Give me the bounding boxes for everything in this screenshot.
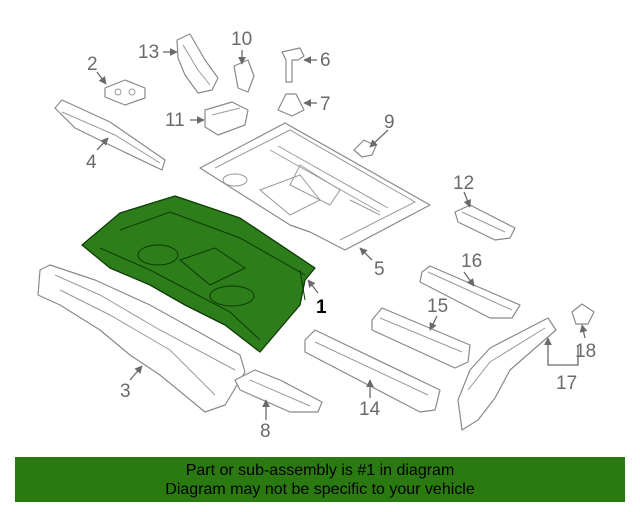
part-6-bolt[interactable] bbox=[281, 47, 305, 83]
leader-4 bbox=[96, 137, 109, 151]
leader-3 bbox=[129, 365, 143, 381]
parts-diagram: 1 2 3 4 5 6 7 8 9 10 11 12 13 14 15 16 1… bbox=[37, 29, 596, 442]
callout-2: 2 bbox=[87, 54, 98, 75]
part-8-bracket[interactable] bbox=[234, 369, 323, 413]
callout-17: 17 bbox=[556, 373, 577, 394]
part-16-rail[interactable] bbox=[419, 265, 521, 319]
part-13-bracket[interactable] bbox=[176, 33, 219, 94]
leader-9 bbox=[369, 129, 389, 148]
part-10-bracket[interactable] bbox=[233, 59, 255, 93]
leader-1 bbox=[307, 279, 319, 294]
callout-8: 8 bbox=[260, 421, 271, 442]
part-9-clip[interactable] bbox=[353, 139, 377, 158]
part-5-floor-pan[interactable] bbox=[199, 122, 431, 251]
callout-15: 15 bbox=[427, 296, 448, 317]
callout-5: 5 bbox=[374, 259, 385, 280]
callout-10: 10 bbox=[231, 29, 252, 50]
part-18-bracket[interactable] bbox=[571, 303, 595, 325]
part-2-cover[interactable] bbox=[104, 79, 146, 106]
banner-line-1: Part or sub-assembly is #1 in diagram bbox=[185, 462, 455, 479]
callout-9: 9 bbox=[384, 112, 395, 133]
callout-labels: 1 2 3 4 5 6 7 8 9 10 11 12 13 14 15 16 1… bbox=[86, 29, 596, 442]
info-banner: Part or sub-assembly is #1 in diagram Di… bbox=[15, 457, 625, 502]
callout-3: 3 bbox=[120, 381, 131, 402]
callout-1: 1 bbox=[316, 297, 327, 318]
leader-2 bbox=[96, 71, 107, 85]
leader-17 bbox=[547, 345, 579, 366]
part-17-side-member[interactable] bbox=[457, 317, 557, 431]
leader-5 bbox=[359, 247, 373, 261]
part-3-side-rail[interactable] bbox=[37, 264, 246, 413]
callout-7: 7 bbox=[320, 94, 331, 115]
leader-18 bbox=[579, 324, 588, 339]
part-11-plate[interactable] bbox=[204, 101, 249, 136]
part-1-rear-floor-highlighted[interactable] bbox=[81, 195, 316, 353]
callout-12: 12 bbox=[453, 173, 474, 194]
callout-4: 4 bbox=[86, 152, 97, 173]
leader-15 bbox=[429, 315, 438, 331]
leader-lines bbox=[96, 48, 588, 420]
part-12-bracket[interactable] bbox=[454, 204, 516, 241]
callout-13: 13 bbox=[138, 42, 159, 63]
part-7-mount[interactable] bbox=[277, 93, 305, 117]
callout-6: 6 bbox=[320, 50, 331, 71]
leader-16 bbox=[463, 271, 475, 287]
banner-line-2: Diagram may not be specific to your vehi… bbox=[165, 481, 475, 498]
callout-14: 14 bbox=[359, 399, 381, 420]
callout-11: 11 bbox=[165, 110, 185, 131]
callout-18: 18 bbox=[575, 341, 596, 362]
callout-16: 16 bbox=[461, 251, 482, 272]
part-14-rail[interactable] bbox=[304, 329, 441, 413]
part-15-rail[interactable] bbox=[371, 307, 471, 369]
leader-12 bbox=[463, 191, 472, 208]
part-4-rail-bracket[interactable] bbox=[54, 99, 166, 171]
